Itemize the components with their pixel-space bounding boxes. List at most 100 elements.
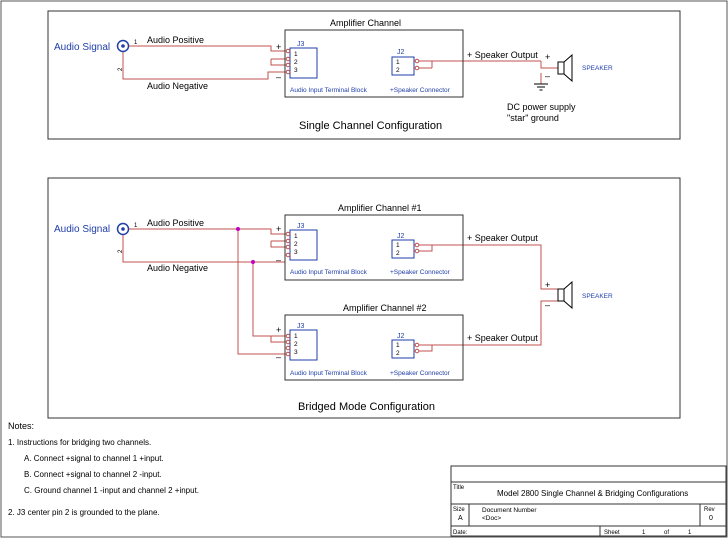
- tb-of-label: of: [664, 530, 669, 536]
- jack-pin2: 2: [118, 249, 124, 253]
- audio-signal-label: Audio Signal: [54, 42, 110, 53]
- bridged-wires: [122, 228, 558, 355]
- note-1: 1. Instructions for bridging two channel…: [8, 438, 151, 447]
- notes-section: Notes: 1. Instructions for bridging two …: [8, 421, 199, 517]
- star-ground-label: "star" ground: [507, 113, 559, 123]
- single-wires: [122, 45, 558, 84]
- j3-2-pin1: 1: [294, 333, 298, 340]
- single-channel-section: Audio Signal 1 2 Audio Positive Audio Ne…: [47, 10, 681, 140]
- j3-pin-dot: [285, 48, 291, 54]
- j3-label: Audio Input Terminal Block: [290, 87, 368, 94]
- amp-channel-2-box: [284, 314, 464, 381]
- j2-1-pin1: 1: [396, 242, 400, 249]
- j2-pin-dot: [414, 248, 420, 254]
- speaker-icon: [557, 288, 565, 302]
- note-1b: B. Connect +signal to channel 2 -input.: [24, 470, 162, 479]
- j2-pin-dot: [414, 242, 420, 248]
- audio-negative-label: Audio Negative: [147, 81, 208, 91]
- j3-ref-1: J3: [297, 223, 305, 230]
- spk-minus: –: [545, 300, 550, 310]
- audio-positive-label: Audio Positive: [147, 218, 204, 228]
- tb-docnum-label: Document Number: [482, 507, 537, 514]
- speaker-output-2: + Speaker Output: [467, 333, 538, 343]
- in-plus: +: [276, 42, 281, 52]
- j3-pin-dot: [285, 333, 291, 339]
- note-2: 2. J3 center pin 2 is grounded to the pl…: [8, 508, 160, 517]
- amp-channel-2-title: Amplifier Channel #2: [343, 303, 427, 313]
- speaker-label: SPEAKER: [582, 65, 613, 72]
- audio-jack-center: [121, 44, 125, 48]
- j3-ref-2: J3: [297, 323, 305, 330]
- j2-label-2: +Speaker Connector: [390, 370, 451, 377]
- bridged-caption: Bridged Mode Configuration: [298, 401, 435, 413]
- jack-pin2: 2: [118, 67, 124, 71]
- tb-rev-label: Rev: [704, 507, 715, 513]
- single-caption: Single Channel Configuration: [299, 120, 442, 132]
- j3-pin1: 1: [294, 51, 298, 58]
- j2-pin-dot: [414, 58, 420, 64]
- note-1a: A. Connect +signal to channel 1 +input.: [24, 454, 164, 463]
- j2-pin-dot: [414, 342, 420, 348]
- j2-2-pin2: 2: [396, 350, 400, 357]
- audio-negative-label: Audio Negative: [147, 263, 208, 273]
- tb-of: 1: [688, 530, 692, 536]
- tb-size-label: Size: [453, 507, 465, 513]
- notes-title: Notes:: [8, 421, 34, 431]
- tb-docnum: <Doc>: [482, 515, 501, 522]
- j2-pin-dot: [414, 348, 420, 354]
- dc-supply-label: DC power supply: [507, 102, 576, 112]
- j3-block: [289, 47, 318, 79]
- jack-pin1: 1: [134, 40, 138, 46]
- j3-block-1: [289, 229, 318, 261]
- tb-size: A: [458, 515, 463, 522]
- note-1c: C. Ground channel 1 -input and channel 2…: [24, 486, 199, 495]
- tb-sheet-label: Sheet: [604, 530, 620, 536]
- bridged-section: Audio Signal 1 2 Audio Positive Audio Ne…: [47, 177, 681, 419]
- speaker-cone: [563, 53, 573, 83]
- speaker-label: SPEAKER: [582, 293, 613, 300]
- tb-date-label: Date:: [453, 530, 468, 536]
- j3-pin-dot: [285, 252, 291, 258]
- j2-label: +Speaker Connector: [390, 87, 451, 94]
- audio-positive-label: Audio Positive: [147, 35, 204, 45]
- tb-title-label: Title: [453, 485, 465, 491]
- single-frame: [47, 10, 681, 140]
- audio-jack-center: [121, 227, 125, 231]
- j3-pin3: 3: [294, 67, 298, 74]
- spk-minus: –: [545, 71, 550, 81]
- j3-label-1: Audio Input Terminal Block: [290, 269, 368, 276]
- jack-pin1: 1: [134, 223, 138, 229]
- amp-channel-1-title: Amplifier Channel #1: [338, 203, 422, 213]
- j3-pin-dot: [285, 345, 291, 351]
- audio-jack-icon: [116, 39, 130, 53]
- j3-2-pin2: 2: [294, 341, 298, 348]
- spk-plus: +: [545, 52, 550, 62]
- j2-ref-1: J2: [397, 233, 405, 240]
- title-block: [450, 465, 727, 537]
- in-minus: –: [276, 72, 281, 82]
- j3-pin-dot: [285, 351, 291, 357]
- j3-pin-dot: [285, 231, 291, 237]
- speaker-output-label: + Speaker Output: [467, 50, 538, 60]
- j3-pin-dot: [285, 244, 291, 250]
- ground-icon: [534, 83, 548, 91]
- amp2-in-minus: –: [276, 352, 281, 362]
- j2-2-pin1: 1: [396, 342, 400, 349]
- j2-block-2: [391, 339, 415, 359]
- audio-jack-icon: [116, 222, 130, 236]
- tb-title: Model 2800 Single Channel & Bridging Con…: [497, 489, 688, 498]
- j2-label-1: +Speaker Connector: [390, 269, 451, 276]
- j3-pin2: 2: [294, 59, 298, 66]
- speaker-output-1: + Speaker Output: [467, 233, 538, 243]
- spk-plus: +: [545, 280, 550, 290]
- bridged-frame: [47, 177, 681, 419]
- j3-1-pin3: 3: [294, 249, 298, 256]
- j2-ref: J2: [397, 49, 405, 56]
- junction-dot: [251, 260, 255, 264]
- j2-1-pin2: 2: [396, 250, 400, 257]
- j3-block-2: [289, 329, 318, 361]
- amp1-in-minus: –: [276, 255, 281, 265]
- j3-pin-dot: [285, 69, 291, 75]
